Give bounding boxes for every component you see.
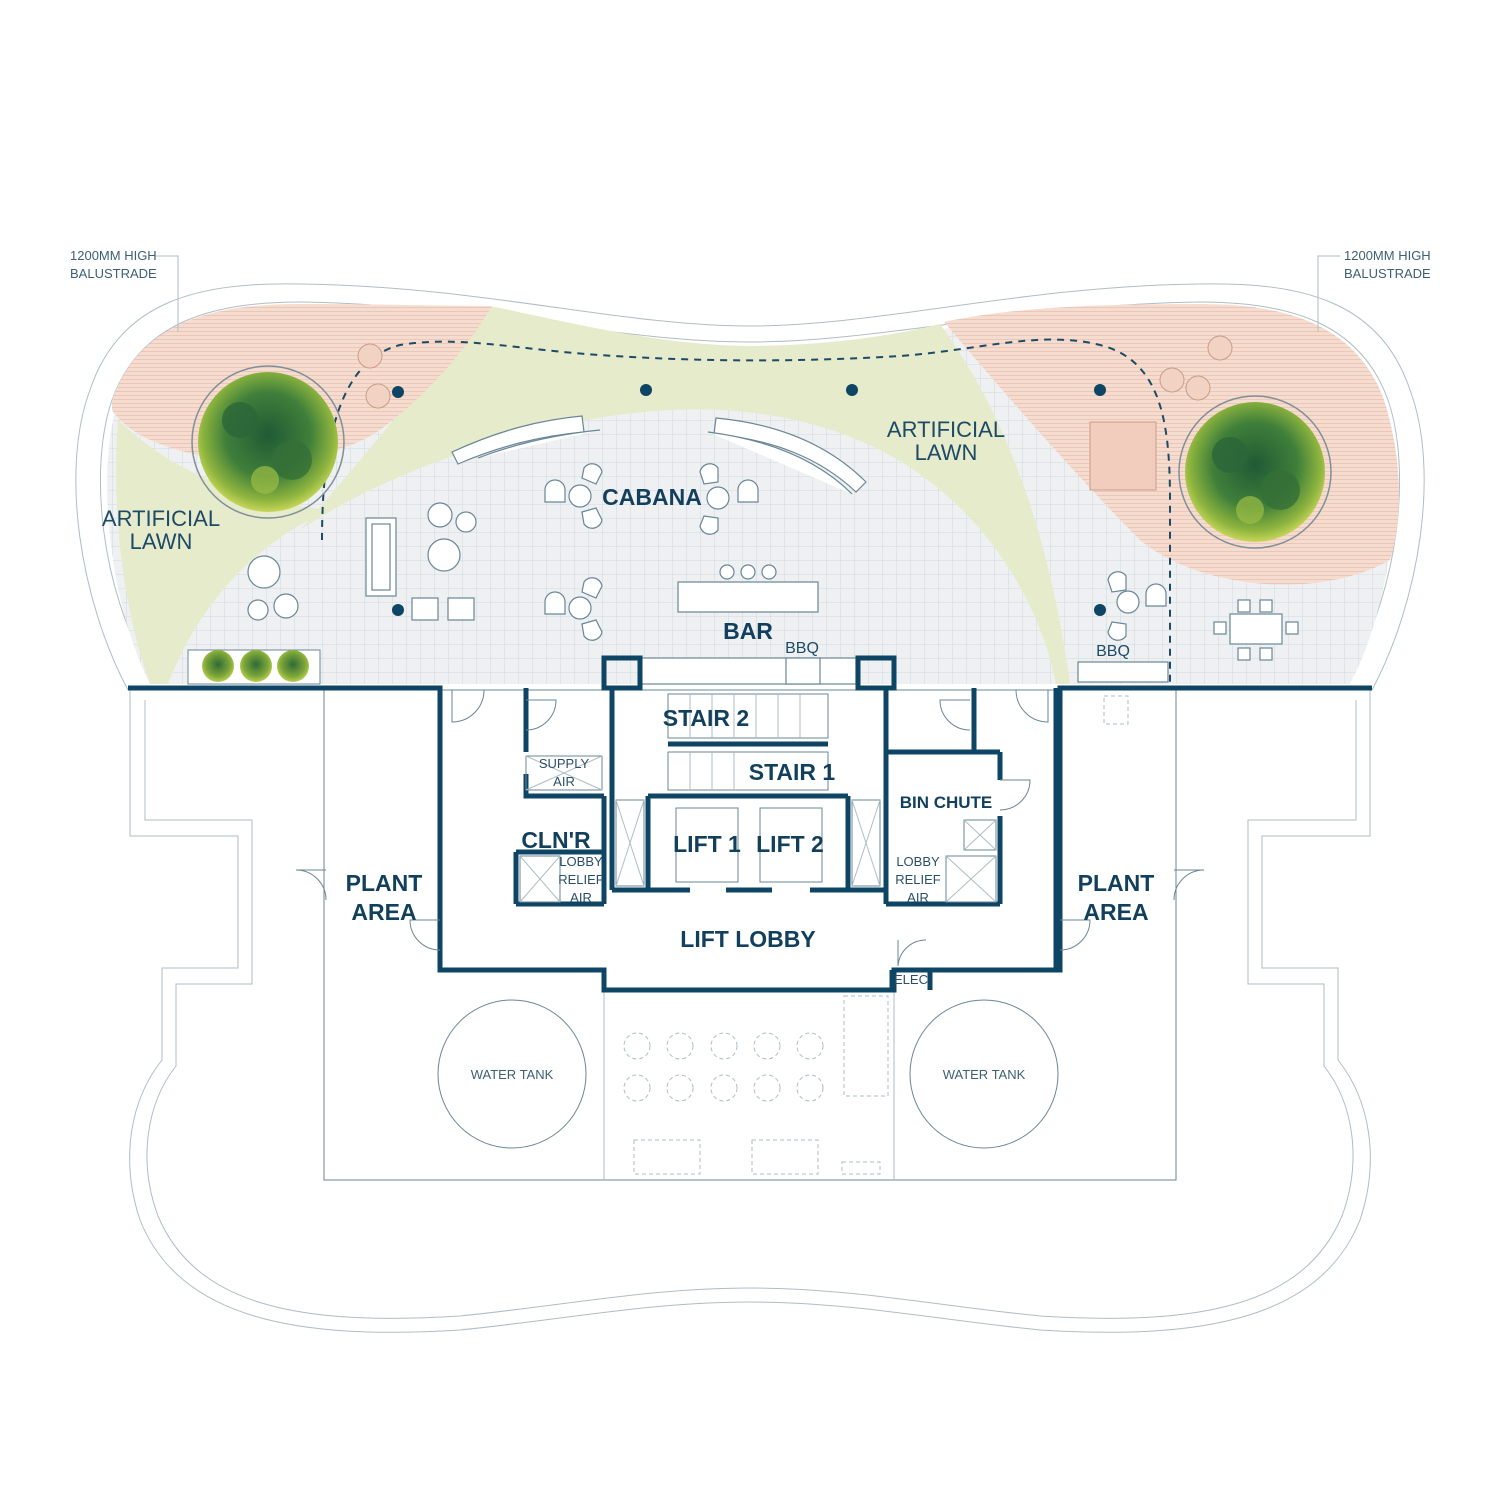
door-swing-icon [939,699,971,731]
lift-shafts [519,755,997,903]
table-icon [427,538,461,572]
door-swing-icon [1015,689,1049,723]
elec-label: ELEC [894,972,928,987]
tree-icon [202,650,234,682]
door-swing-icon [999,779,1031,811]
water-tank-left-label: WATER TANK [471,1067,554,1082]
stair-treads [667,693,829,791]
tree-left [191,365,345,519]
chair-icon [544,591,566,615]
walking-path [321,338,1171,684]
bin-chute-label: BIN CHUTE [900,793,993,812]
plant-left-label-1: PLANT [346,870,423,896]
lawn-left [116,420,330,684]
plant-left-label-2: AREA [351,899,416,925]
water-tank-right-label: WATER TANK [943,1067,1026,1082]
table-icon [247,555,281,589]
plant-right-label-2: AREA [1083,899,1148,925]
chair-icon [411,597,439,621]
lawn-left-label-2: LAWN [130,529,193,554]
plant-right-label-1: PLANT [1078,870,1155,896]
chair-icon [1145,583,1167,607]
bbq-right-label: BBQ [1096,643,1130,660]
lawn-right-label-1: ARTIFICIAL [887,417,1005,442]
water-tanks [437,999,1059,1149]
lift-2-label: LIFT 2 [756,831,824,857]
door-swing-icon [525,699,557,731]
tree-icon [277,650,309,682]
chair-icon [581,463,603,485]
plant-equipment [623,695,1129,1175]
lobby-relief-left-label-2: RELIEF [558,872,604,887]
bollard-lights [392,384,1106,616]
lawn-left-label-1: ARTIFICIAL [102,506,220,531]
bollard-light-icon [640,384,652,396]
lawn-right-label-2: LAWN [915,440,978,465]
bollard-light-icon [846,384,858,396]
cleaner-label: CLN'R [521,827,591,853]
cabana-benches [451,415,867,495]
bar-label: BAR [723,618,773,644]
table-icon [1229,613,1283,645]
chair-icon [737,479,759,503]
door-swings [295,689,1205,967]
lift-lobby-label: LIFT LOBBY [680,926,815,952]
door-swing-icon [897,939,927,967]
balustrade-left-label-1: 1200MM HIGH [70,248,157,263]
leader-lines [156,255,1340,332]
stair-2-label: STAIR 2 [663,705,749,731]
chair-icon [447,597,475,621]
planter-shrubs [187,649,321,685]
chair-icon [1107,621,1127,641]
balustrade-right-label-2: BALUSTRADE [1344,266,1431,281]
chair-icon [581,507,603,529]
lower-roof-outline [129,689,1371,1333]
lobby-relief-right-label-1: LOBBY [896,854,940,869]
table-icon [427,502,453,528]
tree-right [1178,395,1332,549]
core-walls [128,655,1372,993]
chair-icon [1107,571,1127,593]
bollard-light-icon [1094,384,1106,396]
balustrade-right-label-1: 1200MM HIGH [1344,248,1431,263]
balustrade-outer [75,283,1425,691]
chair-icon [544,479,566,503]
stair-1-label: STAIR 1 [749,759,836,785]
bollard-light-icon [392,386,404,398]
bollard-light-icon [1094,604,1106,616]
deck-stools [357,335,1233,491]
outdoor-furniture [247,463,1299,685]
chair-icon [699,463,719,485]
chair-icon [581,619,603,641]
door-swing-icon [295,869,327,901]
bbq-center-label: BBQ [785,640,819,657]
door-swing-icon [1059,919,1091,951]
lobby-relief-right-label-3: AIR [907,890,929,905]
lobby-relief-right-label-2: RELIEF [895,872,941,887]
chair-icon [699,515,719,535]
lobby-relief-left-label-3: AIR [570,890,592,905]
door-swing-icon [451,689,485,723]
supply-air-label-1: SUPPLY [539,756,590,771]
door-swing-icon [1173,869,1205,901]
bollard-light-icon [392,604,404,616]
lobby-relief-left-label-1: LOBBY [559,854,603,869]
balustrade-left-label-2: BALUSTRADE [70,266,157,281]
door-swing-icon [409,919,441,951]
tree-icon [240,650,272,682]
lawn-central [300,306,1070,684]
cabana-label: CABANA [602,484,702,510]
supply-air-label-2: AIR [553,774,575,789]
chair-icon [581,577,603,599]
lift-1-label: LIFT 1 [673,831,741,857]
